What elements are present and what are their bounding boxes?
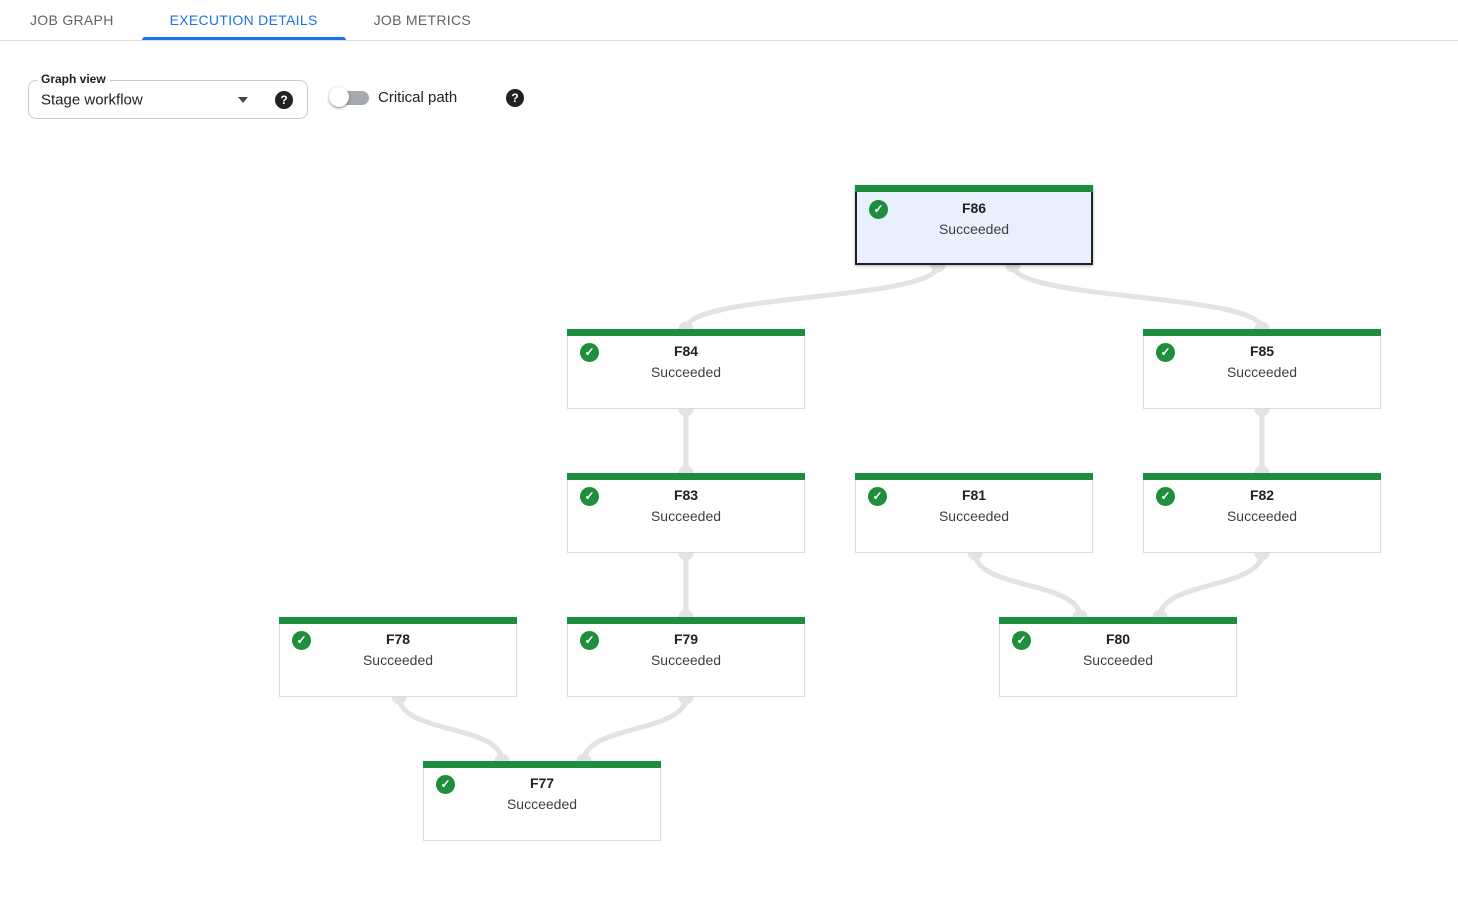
edge-f83-f79 bbox=[678, 545, 694, 625]
success-check-icon: ✓ bbox=[1156, 343, 1175, 362]
node-status-bar bbox=[855, 185, 1093, 192]
graph-view-select[interactable]: Graph view Stage workflow ? bbox=[28, 72, 308, 119]
stage-node-status: Succeeded bbox=[938, 221, 1010, 237]
stage-node-status: Succeeded bbox=[650, 364, 722, 380]
success-check-icon: ✓ bbox=[868, 487, 887, 506]
critical-path-toggle[interactable] bbox=[329, 85, 373, 109]
stage-node-title: F85 bbox=[1249, 343, 1275, 359]
success-check-icon: ✓ bbox=[580, 343, 599, 362]
edge-f82-f80 bbox=[1152, 545, 1270, 625]
stage-node-status: Succeeded bbox=[650, 652, 722, 668]
edge-f79-f77 bbox=[576, 689, 694, 769]
tab-execution-details-label: EXECUTION DETAILS bbox=[169, 12, 318, 28]
success-check-icon: ✓ bbox=[580, 631, 599, 650]
stage-node-title: F77 bbox=[529, 775, 555, 791]
success-check-icon: ✓ bbox=[436, 775, 455, 794]
stage-node-status: Succeeded bbox=[362, 652, 434, 668]
edge-f78-f77 bbox=[391, 689, 510, 769]
graph-view-help-icon[interactable]: ? bbox=[275, 91, 293, 109]
critical-path-help-icon[interactable]: ? bbox=[506, 89, 524, 107]
node-status-bar bbox=[279, 617, 517, 624]
critical-path-label: Critical path bbox=[378, 89, 458, 106]
stage-node-title: F78 bbox=[385, 631, 411, 647]
tab-job-graph[interactable]: JOB GRAPH bbox=[30, 12, 114, 28]
stage-node-title: F81 bbox=[961, 487, 987, 503]
edge-f81-f80 bbox=[967, 545, 1088, 625]
toggle-knob bbox=[329, 87, 349, 107]
success-check-icon: ✓ bbox=[1012, 631, 1031, 650]
active-tab-indicator bbox=[141, 37, 346, 40]
node-status-bar bbox=[423, 761, 661, 768]
tab-execution-details[interactable]: EXECUTION DETAILS bbox=[141, 0, 346, 40]
success-check-icon: ✓ bbox=[580, 487, 599, 506]
stage-node-status: Succeeded bbox=[650, 508, 722, 524]
tab-job-metrics[interactable]: JOB METRICS bbox=[373, 12, 472, 28]
graph-view-value: Stage workflow bbox=[41, 91, 143, 108]
edge-f86-f85 bbox=[1005, 257, 1270, 337]
node-status-bar bbox=[999, 617, 1237, 624]
stage-node-status: Succeeded bbox=[938, 508, 1010, 524]
stage-node-title: F82 bbox=[1249, 487, 1275, 503]
node-status-bar bbox=[1143, 473, 1381, 480]
edge-f85-f82 bbox=[1254, 401, 1270, 481]
edge-f84-f83 bbox=[678, 401, 694, 481]
stage-node-status: Succeeded bbox=[506, 796, 578, 812]
stage-node-title: F83 bbox=[673, 487, 699, 503]
stage-node-title: F79 bbox=[673, 631, 699, 647]
stage-node-status: Succeeded bbox=[1226, 508, 1298, 524]
success-check-icon: ✓ bbox=[292, 631, 311, 650]
node-status-bar bbox=[567, 329, 805, 336]
node-status-bar bbox=[567, 617, 805, 624]
stage-node-title: F80 bbox=[1105, 631, 1131, 647]
stage-node-title: F84 bbox=[673, 343, 699, 359]
stage-node-status: Succeeded bbox=[1082, 652, 1154, 668]
stage-node-title: F86 bbox=[961, 200, 987, 216]
edge-f86-f84 bbox=[678, 257, 946, 337]
node-status-bar bbox=[855, 473, 1093, 480]
stage-node-status: Succeeded bbox=[1226, 364, 1298, 380]
success-check-icon: ✓ bbox=[1156, 487, 1175, 506]
graph-view-label: Graph view bbox=[37, 72, 110, 87]
node-status-bar bbox=[567, 473, 805, 480]
node-status-bar bbox=[1143, 329, 1381, 336]
success-check-icon: ✓ bbox=[869, 200, 888, 219]
dropdown-caret-icon bbox=[238, 97, 248, 103]
job-tabs: JOB GRAPH EXECUTION DETAILS JOB METRICS bbox=[0, 0, 1458, 41]
